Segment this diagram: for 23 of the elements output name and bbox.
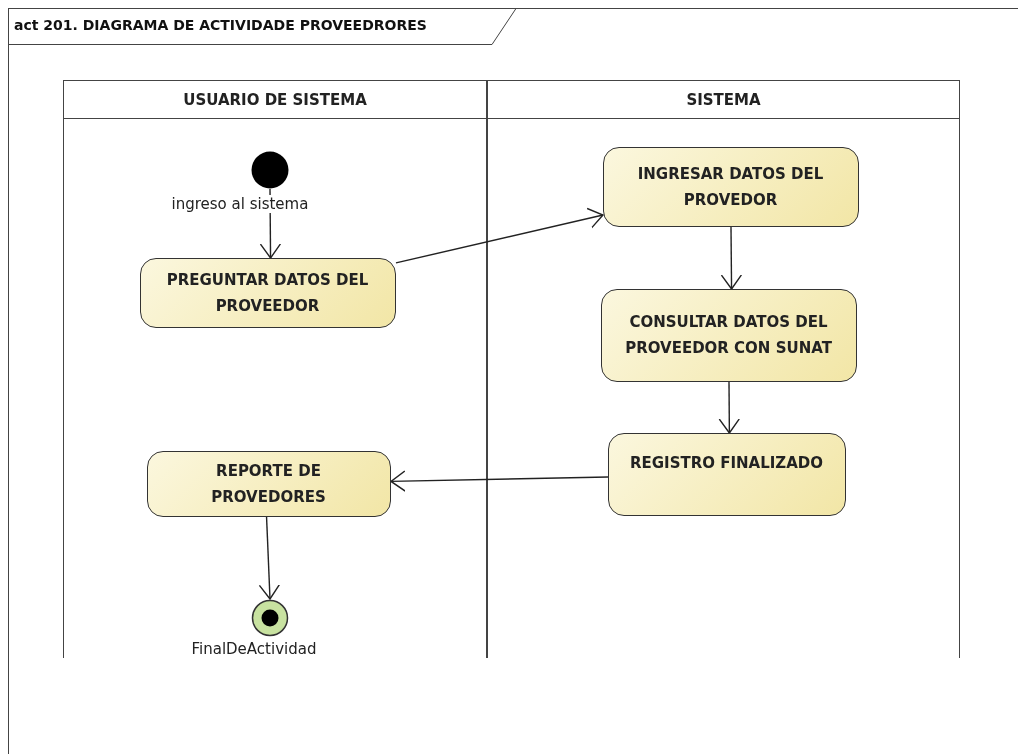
control-flow-arrow [258,516,281,600]
control-flow-arrow [718,381,740,434]
lane-title: USUARIO DE SISTEMA [183,90,367,109]
swimlane [63,80,487,658]
control-flow-arrow [395,207,604,264]
action-label: PREGUNTAR DATOS DEL PROVEEDOR [165,269,370,317]
diagram-title: act 201. DIAGRAMA DE ACTIVIDADE PROVEEDRORES [14,17,427,33]
action-label: REGISTRO FINALIZADO [629,452,824,474]
action-box [146,450,391,517]
action-box [607,432,846,516]
control-flow-arrow [720,226,743,290]
action-label: INGRESAR DATOS DEL PROVEDOR [636,163,825,211]
action-box [602,146,859,227]
initial-node [250,150,289,189]
action-label: REPORTE DE PROVEDORES [210,460,327,508]
control-flow-arrow [390,470,609,492]
node-caption: ingreso al sistema [170,194,310,213]
action-box [139,257,396,328]
action-box [600,288,857,382]
final-node [250,598,289,637]
action-label: CONSULTAR DATOS DEL PROVEEDOR CON SUNAT [624,312,833,359]
swimlane [487,80,960,658]
lane-title: SISTEMA [686,90,761,109]
